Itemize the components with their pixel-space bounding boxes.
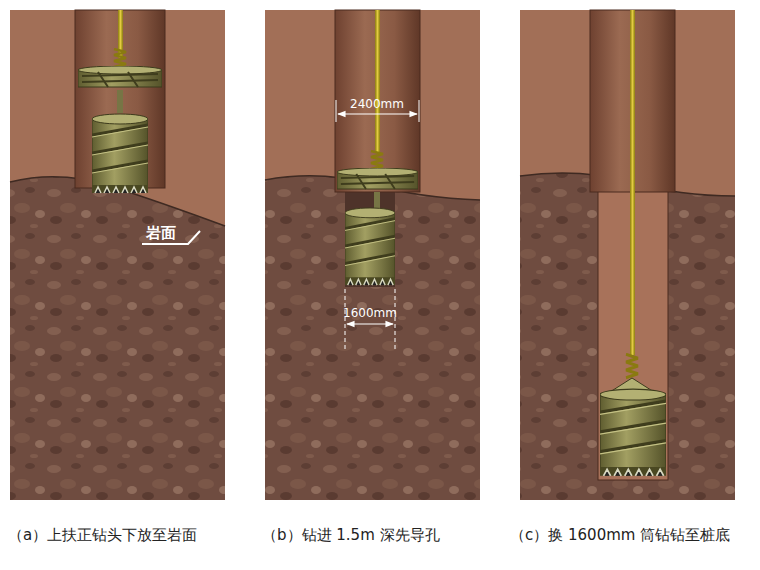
panel-caption: （c）换 1600mm 筒钻钻至桩底 [510, 526, 730, 544]
panel-c [520, 10, 735, 500]
panel-caption: （b）钻进 1.5m 深先导孔 [262, 526, 440, 544]
panel-caption: （a）上扶正钻头下放至岩面 [8, 526, 197, 544]
dimension-label: 2400mm [350, 97, 404, 111]
dimension-1600 [345, 289, 395, 352]
panel-b [265, 10, 480, 500]
part-label: 岩面 [146, 224, 176, 242]
panel-a [10, 10, 225, 500]
dimension-label: 1600mm [343, 306, 397, 320]
